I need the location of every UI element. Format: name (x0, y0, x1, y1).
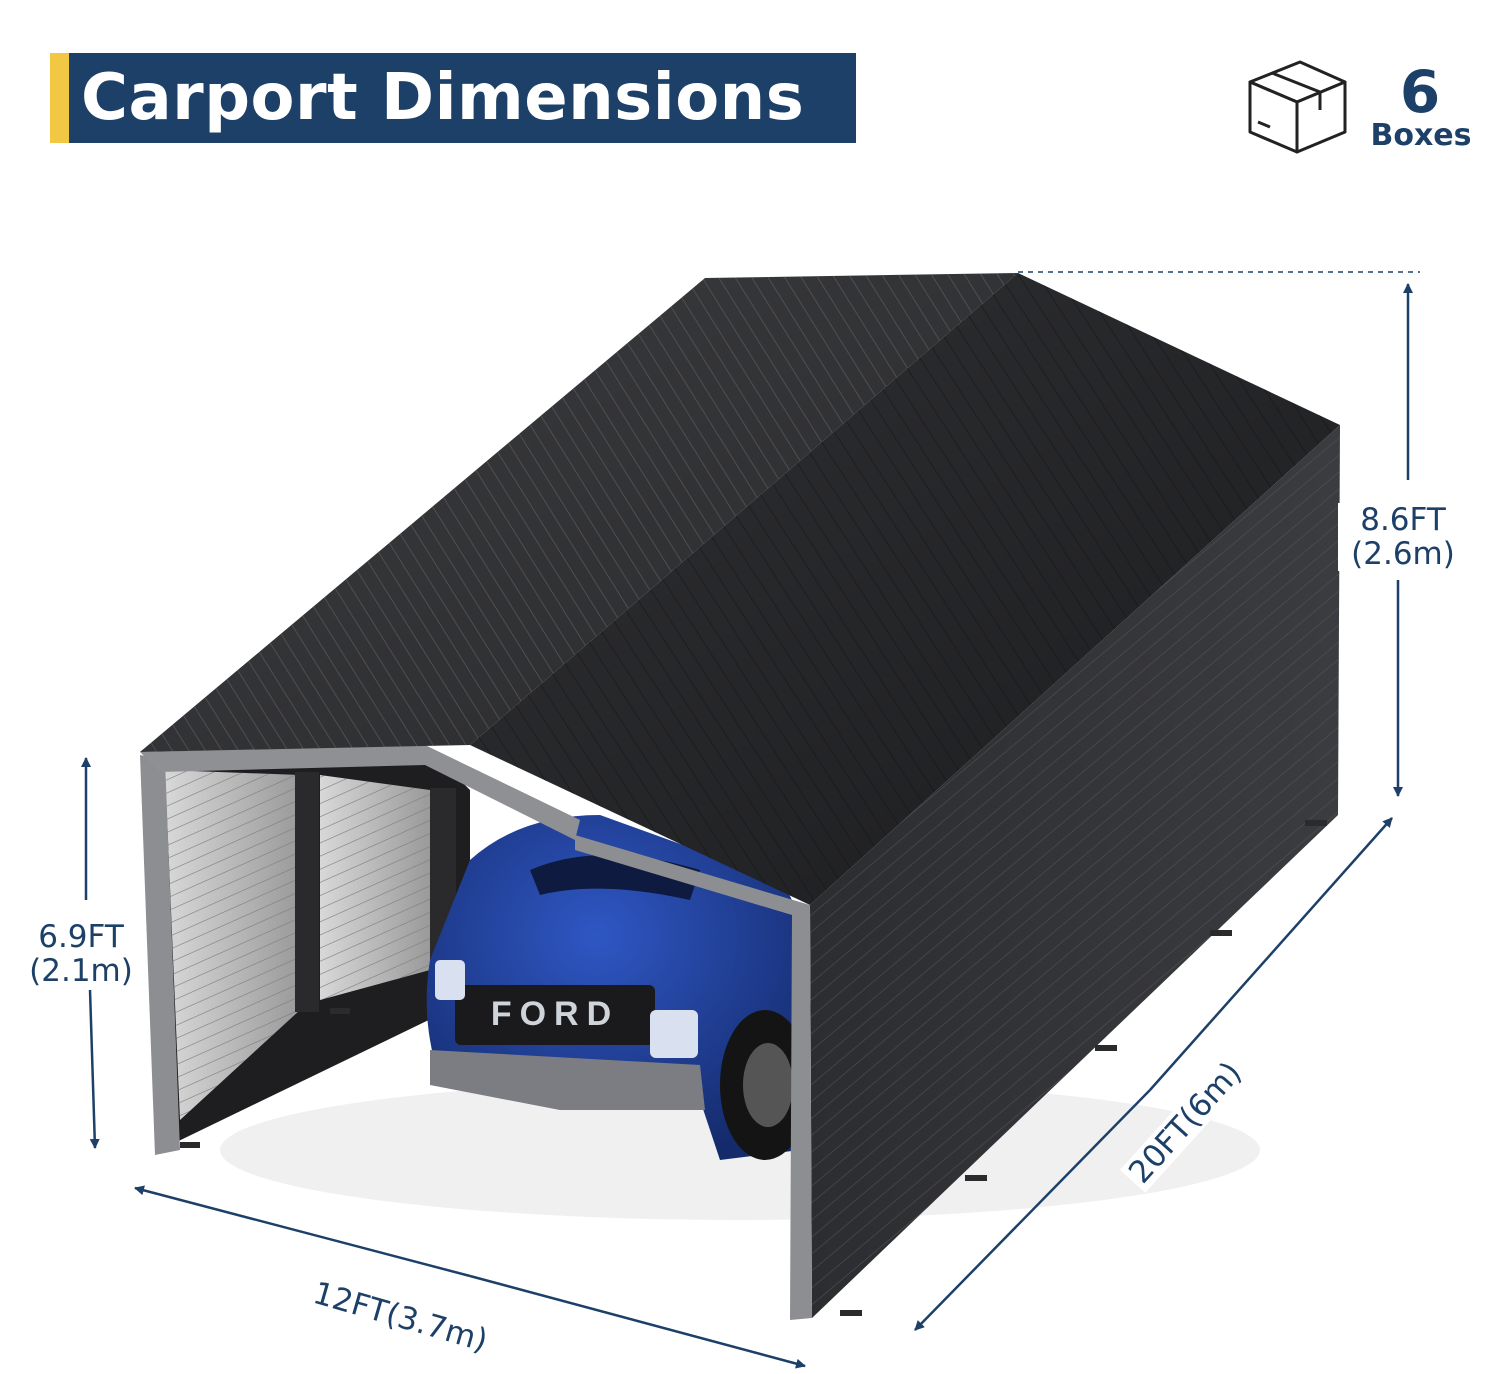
height-total-ft: 8.6FT (1360, 502, 1446, 538)
right-side-wall (810, 425, 1340, 1318)
title-accent-bar (50, 53, 69, 143)
width-arrow-right (469, 1274, 806, 1369)
box-count: 6 (1399, 58, 1441, 126)
right-roof-panel (470, 273, 1340, 905)
box-count-label: Boxes (1370, 118, 1472, 153)
width-arrow-left (134, 1185, 471, 1278)
title-banner: Carport Dimensions (50, 53, 856, 143)
left-roof-panel (140, 273, 1018, 752)
anchor-feet (180, 820, 1327, 1316)
length-arrow-down (914, 1089, 1151, 1331)
truck-grille-lettering: FORD (491, 995, 619, 1033)
truck-illustration: FORD (426, 815, 810, 1160)
box-icon (1248, 60, 1347, 154)
height-total-label: 8.6FT (2.6m) (1338, 503, 1468, 571)
front-header-beam (140, 745, 580, 840)
inner-left-wall (165, 770, 456, 1120)
height-total-m: (2.6m) (1351, 536, 1455, 572)
height-side-label: 6.9FT (2.1m) (16, 920, 146, 988)
length-arrow-up (1149, 817, 1393, 1091)
front-left-post (140, 755, 180, 1155)
height-side-arrow-down (88, 989, 100, 1149)
page-title: Carport Dimensions (81, 61, 805, 135)
height-side-m: (2.1m) (29, 953, 133, 989)
height-side-ft: 6.9FT (38, 919, 124, 955)
